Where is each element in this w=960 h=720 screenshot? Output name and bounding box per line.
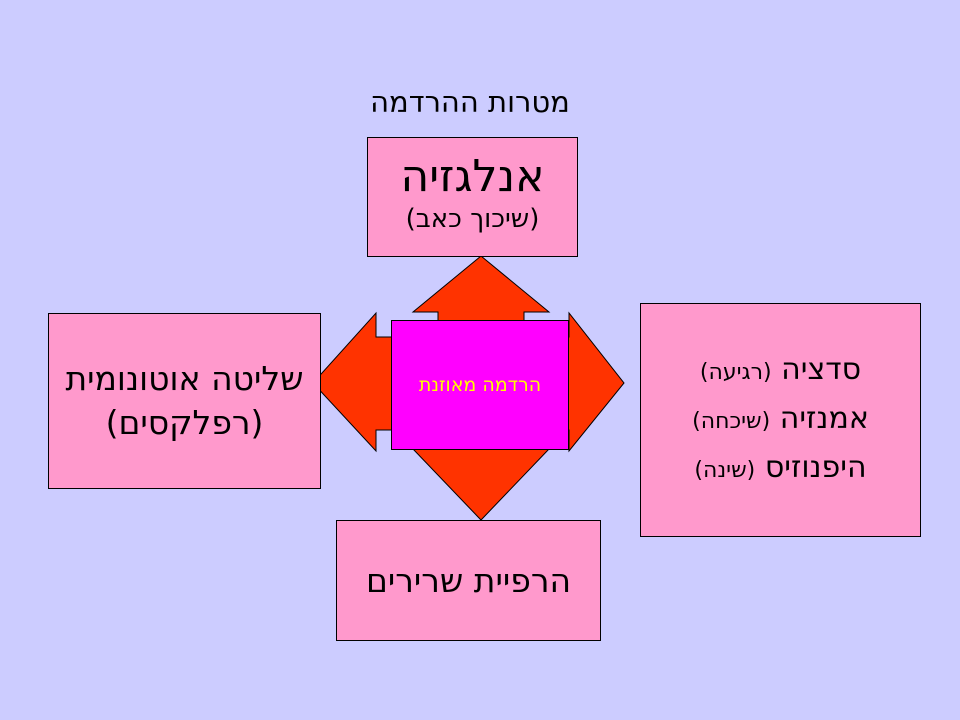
muscle-relaxation-box: הרפיית שרירים bbox=[336, 520, 601, 641]
autonomic-control-label: שליטה אוטונומית bbox=[65, 359, 304, 398]
balanced-anesthesia-box: הרדמה מאוזנת bbox=[391, 320, 569, 450]
sedation-amnesia-hypnosis-box: סדציה (רגיעה) אמנזיה (שיכחה) היפנוזיס (ש… bbox=[640, 303, 921, 537]
sedation-row: סדציה (רגיעה) bbox=[700, 347, 861, 396]
amnesia-row: אמנזיה (שיכחה) bbox=[692, 396, 869, 445]
sedation-sub-label: (רגיעה) bbox=[699, 359, 772, 385]
reflexes-label: (רפלקסים) bbox=[105, 403, 264, 442]
sedation-label: סדציה bbox=[781, 351, 862, 387]
analgesia-box: אנלגזיה (שיכוך כאב) bbox=[367, 137, 578, 257]
hypnosis-sub-label: (שינה) bbox=[694, 457, 756, 483]
amnesia-label: אמנזיה bbox=[779, 400, 869, 436]
autonomic-control-box: שליטה אוטונומית (רפלקסים) bbox=[48, 313, 321, 489]
balanced-anesthesia-label: הרדמה מאוזנת bbox=[418, 374, 542, 396]
hypnosis-row: היפנוזיס (שינה) bbox=[694, 445, 866, 494]
analgesia-label: אנלגזיה bbox=[400, 151, 545, 202]
analgesia-sub-label: (שיכוך כאב) bbox=[405, 204, 540, 234]
hypnosis-label: היפנוזיס bbox=[764, 449, 867, 485]
muscle-relaxation-label: הרפיית שרירים bbox=[365, 561, 572, 600]
amnesia-sub-label: (שיכחה) bbox=[692, 408, 771, 434]
diagram-title: מטרות ההרדמה bbox=[370, 85, 570, 119]
